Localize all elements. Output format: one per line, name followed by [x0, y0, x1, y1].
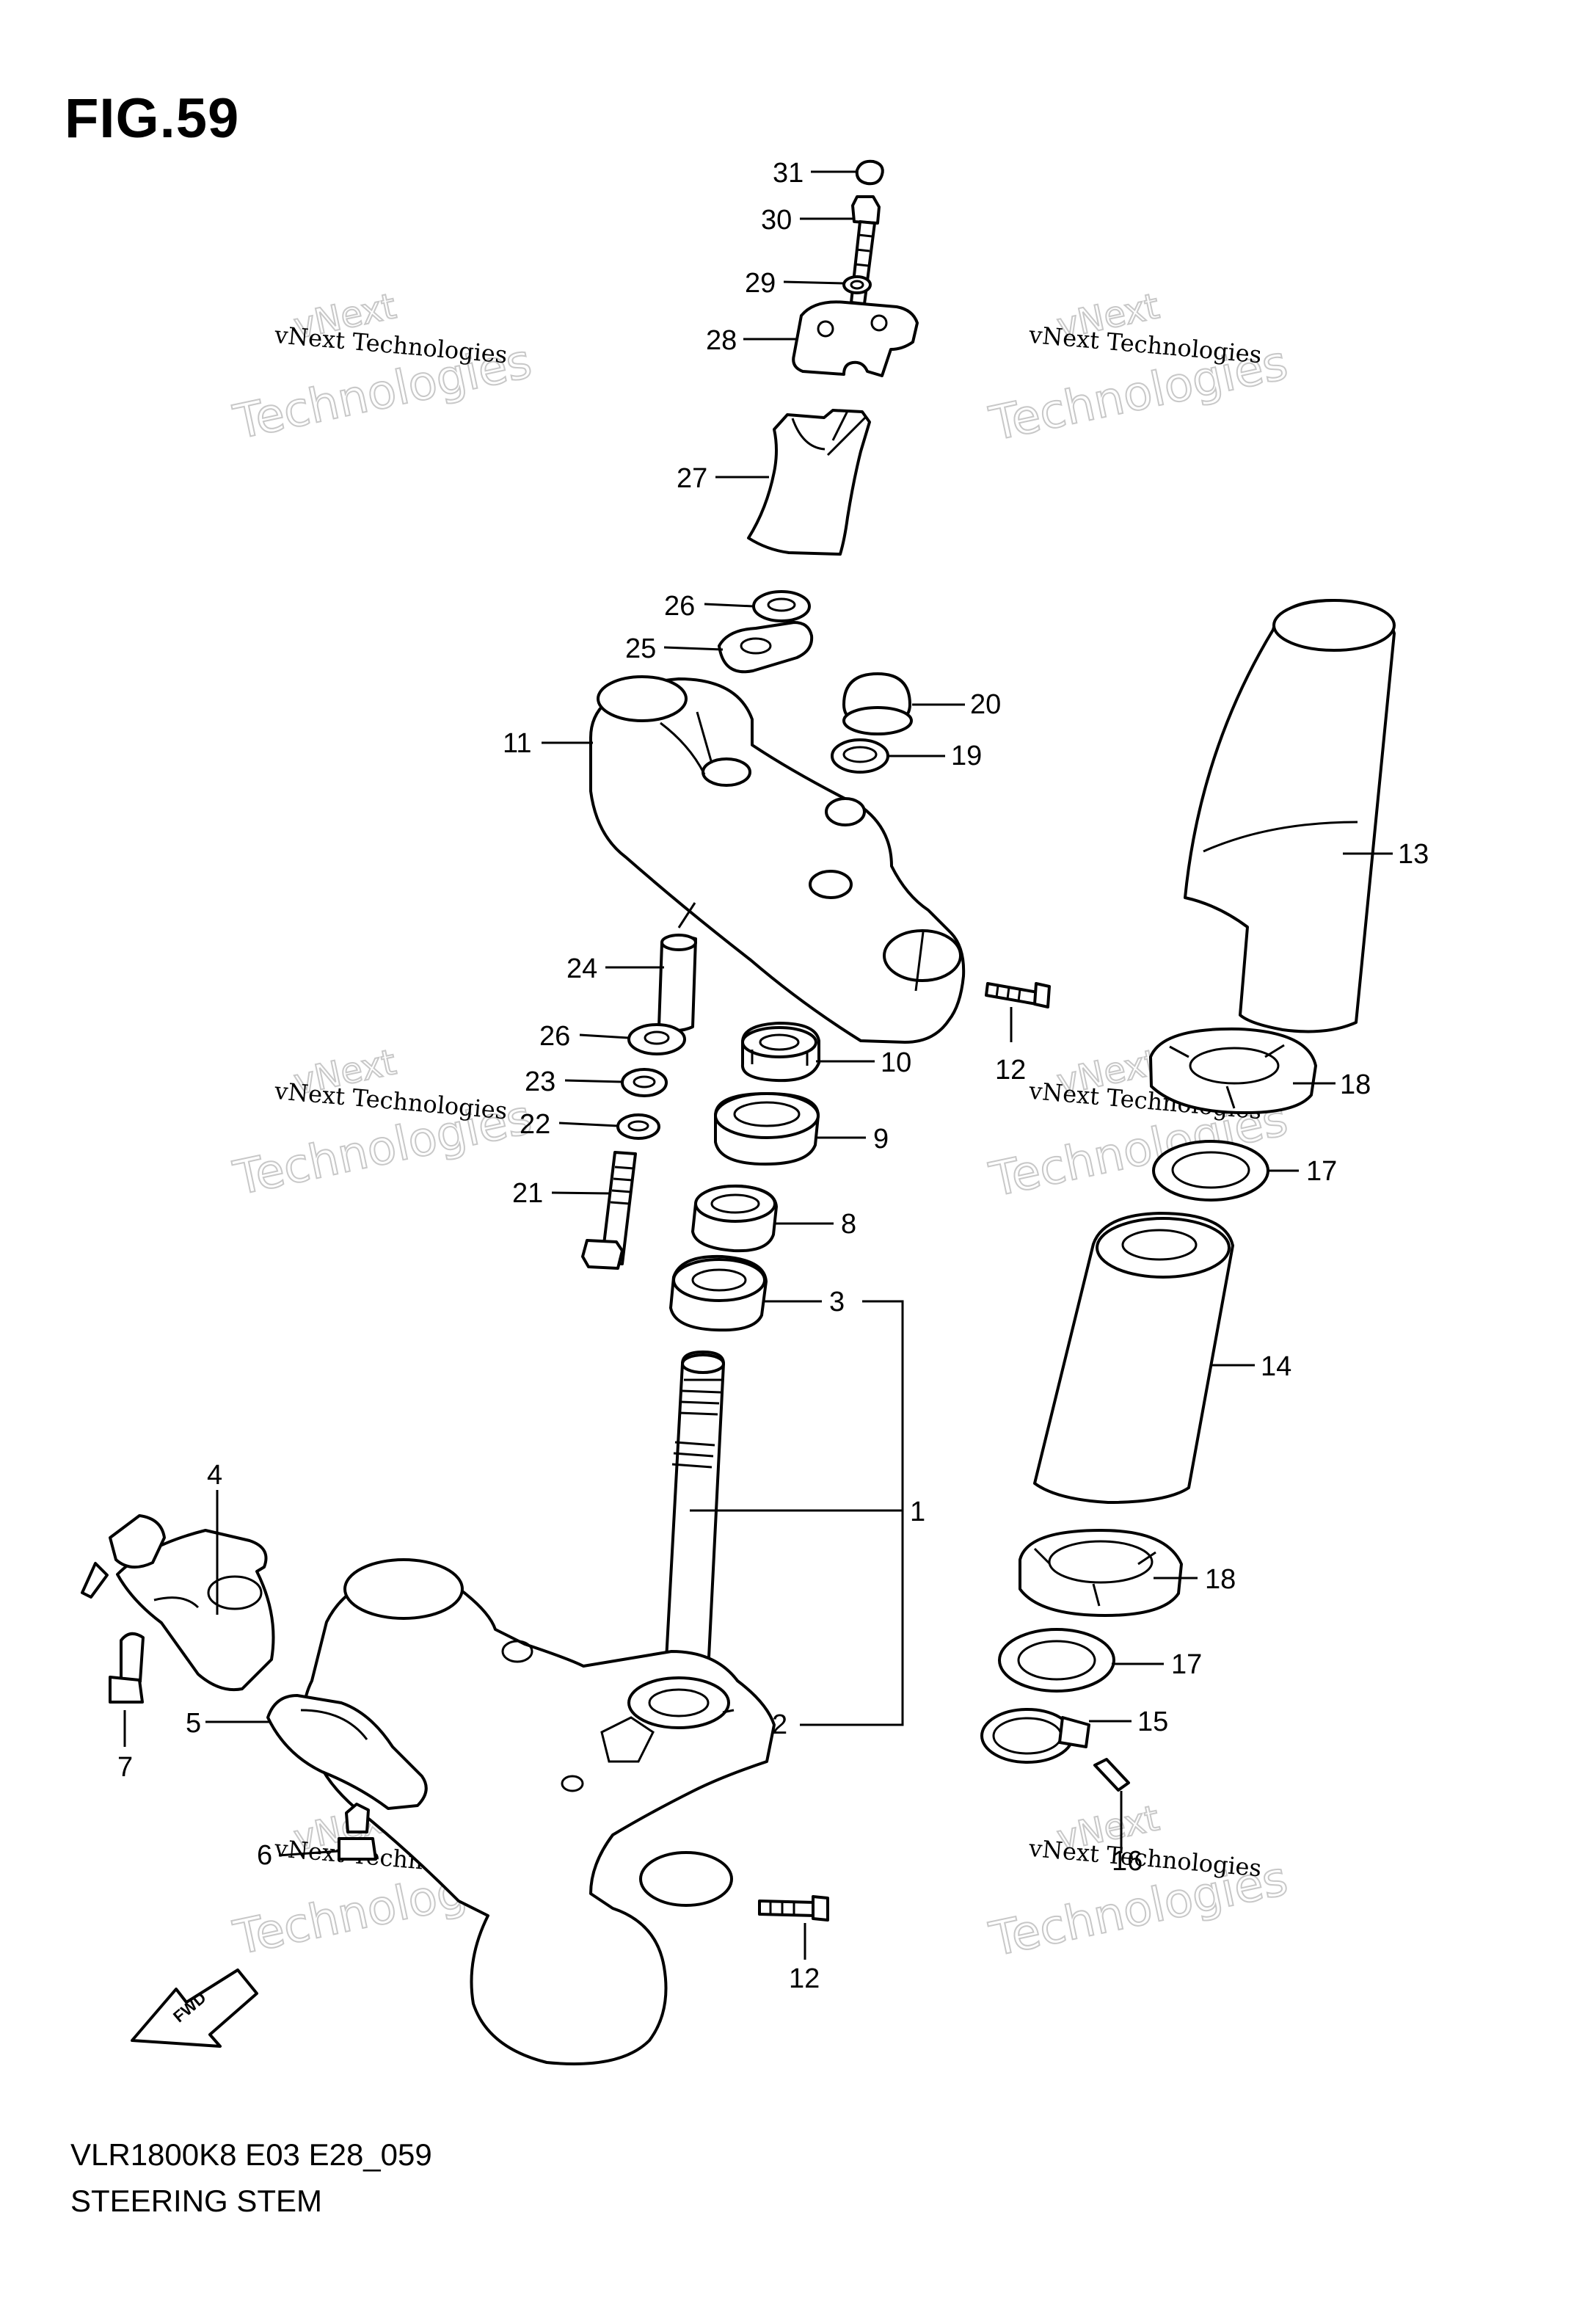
part-25-plate — [718, 621, 814, 674]
part-8-bearing — [691, 1184, 778, 1253]
part-3-bearing — [669, 1254, 768, 1332]
part-2-lower-bracket — [303, 1558, 776, 2065]
part-26-washer-lower — [627, 1023, 686, 1055]
callout-4: 4 — [207, 1460, 222, 1491]
part-28-handlebar-clamp — [792, 300, 919, 377]
callout-20: 20 — [970, 689, 1001, 720]
callout-12a: 12 — [995, 1055, 1026, 1086]
part-17-ring-lower — [998, 1628, 1115, 1693]
callout-15: 15 — [1137, 1706, 1168, 1737]
part-18-seat-upper — [1149, 1027, 1317, 1114]
part-12-bolt-lower — [758, 1895, 829, 1922]
callout-16: 16 — [1112, 1846, 1143, 1877]
callout-6: 6 — [257, 1840, 272, 1871]
callout-27: 27 — [677, 463, 707, 494]
callout-12b: 12 — [789, 1963, 820, 1994]
callout-11: 11 — [503, 728, 531, 759]
callout-21: 21 — [512, 1178, 543, 1209]
callout-17a: 17 — [1306, 1156, 1337, 1187]
part-14-fork-cover-lower — [1033, 1212, 1234, 1504]
diagram-name: STEERING STEM — [70, 2184, 323, 2218]
part-31-cap — [855, 159, 884, 186]
callout-24: 24 — [566, 953, 597, 984]
part-24-spacer — [657, 934, 697, 1032]
part-10-steering-nut — [740, 1022, 820, 1083]
callout-30: 30 — [761, 205, 792, 236]
callout-26b: 26 — [539, 1021, 570, 1052]
callout-29: 29 — [745, 268, 776, 299]
callout-9: 9 — [873, 1124, 889, 1155]
part-4-steering-lock — [81, 1514, 275, 1692]
callout-5: 5 — [186, 1708, 201, 1739]
callout-18a: 18 — [1340, 1069, 1371, 1100]
callout-18b: 18 — [1205, 1564, 1236, 1595]
part-6-bolt — [338, 1803, 377, 1861]
part-12-bolt-upper — [985, 982, 1051, 1008]
part-9-dust-seal — [714, 1092, 820, 1166]
part-19-grommet — [831, 738, 889, 774]
watermark-mid-left: vNext Technologies vNext Technologies — [228, 1041, 537, 1207]
callout-10: 10 — [881, 1047, 911, 1078]
callout-31: 31 — [773, 158, 804, 189]
callout-2: 2 — [772, 1709, 787, 1740]
fwd-arrow-icon: FWD — [131, 1969, 258, 2048]
part-5-cover — [266, 1694, 428, 1810]
callout-numbers: 31 30 29 28 27 26 25 20 19 11 13 24 12 1… — [117, 158, 1429, 1994]
part-7-screw — [109, 1632, 145, 1704]
part-17-ring-upper — [1152, 1140, 1269, 1202]
part-13-fork-cover-upper — [1184, 599, 1396, 1033]
part-18-seat-lower — [1019, 1529, 1183, 1617]
watermark-top-left: vNext Technologies vNext Technologies — [228, 285, 537, 451]
callout-25: 25 — [625, 633, 656, 664]
callout-26a: 26 — [664, 591, 695, 622]
callout-13: 13 — [1398, 839, 1429, 870]
part-23-washer — [621, 1068, 668, 1097]
part-27-handlebar-holder — [747, 409, 871, 556]
callout-23: 23 — [525, 1066, 555, 1097]
part-29-washer — [842, 275, 872, 294]
callout-1: 1 — [910, 1497, 925, 1527]
svg-text:vNext Technologies: vNext Technologies — [273, 1077, 509, 1125]
part-1-steering-stem — [663, 1351, 725, 1692]
model-code: VLR1800K8 E03 E28_059 — [70, 2137, 432, 2172]
part-20-cap — [842, 672, 913, 735]
callout-22: 22 — [520, 1109, 550, 1140]
watermark-bottom-right: vNext Technologies vNext Technologies — [984, 1797, 1293, 1969]
leader-lines — [123, 170, 1393, 1960]
part-11-upper-bracket — [589, 675, 966, 1044]
part-26-washer-top — [752, 590, 811, 622]
part-16-screw — [1093, 1758, 1130, 1792]
callout-8: 8 — [841, 1209, 856, 1240]
callout-7: 7 — [117, 1752, 133, 1783]
callout-14: 14 — [1261, 1351, 1291, 1382]
part-21-bolt — [581, 1151, 637, 1270]
figure-title: FIG.59 — [65, 87, 240, 150]
part-15-clamp — [980, 1708, 1090, 1764]
callout-28: 28 — [706, 325, 737, 356]
callout-17b: 17 — [1171, 1649, 1202, 1680]
part-22-washer — [616, 1113, 660, 1140]
watermark-top-right: vNext Technologies vNext Technologies — [984, 285, 1293, 453]
svg-text:vNext Technologies: vNext Technologies — [273, 321, 509, 369]
callout-3: 3 — [829, 1287, 845, 1317]
callout-19: 19 — [951, 741, 982, 771]
